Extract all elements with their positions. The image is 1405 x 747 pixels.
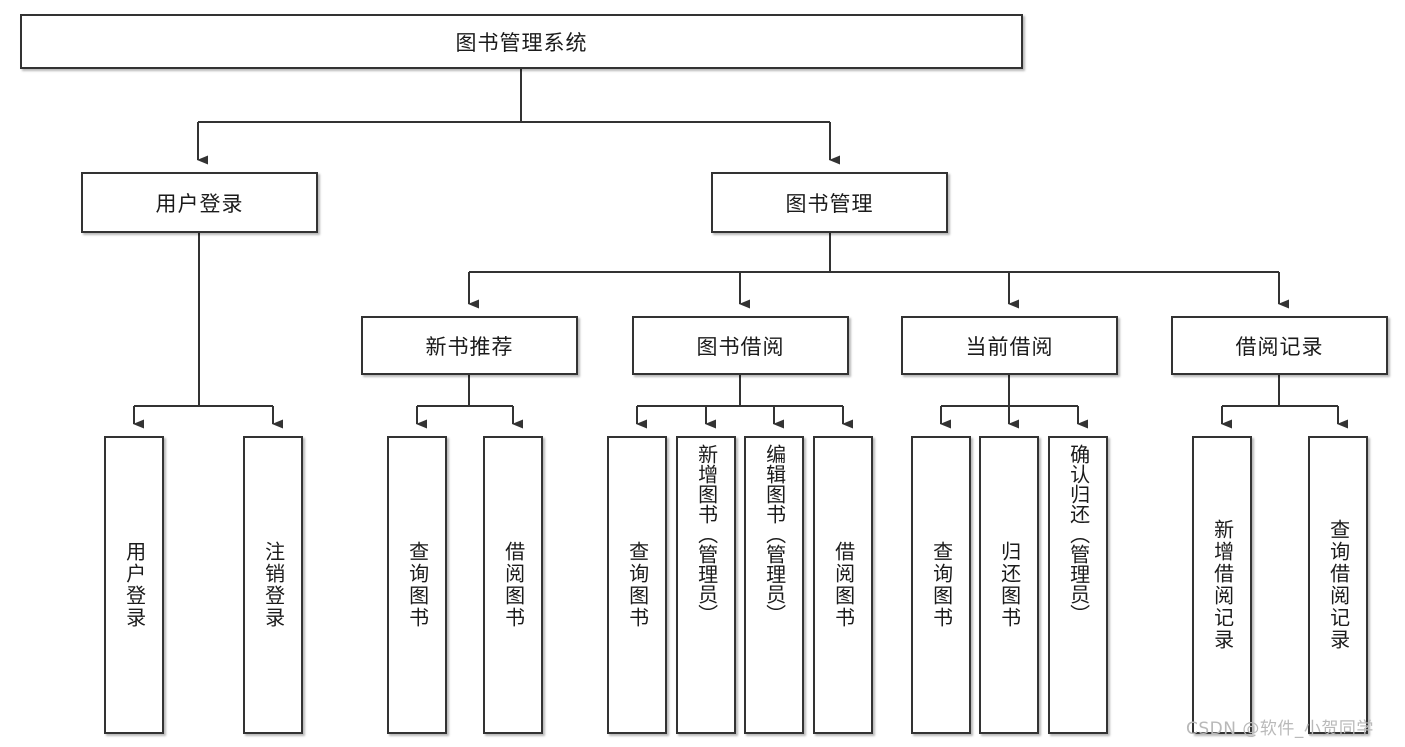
node-leaf-borrow-book-2[interactable]: 借阅图书 [813, 436, 873, 734]
node-leaf-add-record[interactable]: 新增借阅记录 [1192, 436, 1252, 734]
node-book-manage[interactable]: 图书管理 [711, 172, 948, 233]
node-leaf-user-login-label: 用户登录 [122, 541, 147, 629]
node-leaf-query-record-label: 查询借阅记录 [1326, 519, 1351, 651]
node-leaf-borrow-book-2-label: 借阅图书 [831, 541, 856, 629]
node-leaf-confirm-return[interactable]: 确认归还（管理员） [1048, 436, 1108, 734]
node-borrow-record[interactable]: 借阅记录 [1171, 316, 1388, 375]
csdn-watermark: CSDN @软件_小贺同学 [1186, 719, 1374, 739]
node-current-borrow-label: 当前借阅 [965, 334, 1054, 359]
node-leaf-edit-book-label: 编辑图书（管理员） [762, 444, 787, 624]
node-leaf-borrow-book-1[interactable]: 借阅图书 [483, 436, 543, 734]
node-leaf-edit-book[interactable]: 编辑图书（管理员） [744, 436, 804, 734]
node-new-book-recommend[interactable]: 新书推荐 [361, 316, 578, 375]
node-borrow-record-label: 借阅记录 [1235, 334, 1324, 359]
node-book-borrow[interactable]: 图书借阅 [632, 316, 849, 375]
node-leaf-return-book[interactable]: 归还图书 [979, 436, 1039, 734]
node-leaf-query-book-1-label: 查询图书 [405, 541, 430, 629]
node-leaf-query-record[interactable]: 查询借阅记录 [1308, 436, 1368, 734]
node-leaf-add-record-label: 新增借阅记录 [1210, 519, 1235, 651]
node-book-manage-label: 图书管理 [785, 191, 874, 216]
node-leaf-user-login[interactable]: 用户登录 [104, 436, 164, 734]
node-leaf-query-book-1[interactable]: 查询图书 [387, 436, 447, 734]
node-leaf-query-book-3-label: 查询图书 [929, 541, 954, 629]
node-leaf-confirm-return-label: 确认归还（管理员） [1066, 444, 1091, 624]
node-root[interactable]: 图书管理系统 [20, 14, 1023, 69]
node-user-login-label: 用户登录 [155, 191, 244, 216]
node-leaf-add-book[interactable]: 新增图书（管理员） [676, 436, 736, 734]
node-leaf-return-book-label: 归还图书 [997, 541, 1022, 629]
node-leaf-logout[interactable]: 注销登录 [243, 436, 303, 734]
node-root-label: 图书管理系统 [455, 30, 588, 55]
node-leaf-borrow-book-1-label: 借阅图书 [501, 541, 526, 629]
node-book-borrow-label: 图书借阅 [696, 334, 785, 359]
node-leaf-query-book-2[interactable]: 查询图书 [607, 436, 667, 734]
node-leaf-add-book-label: 新增图书（管理员） [694, 444, 719, 624]
node-current-borrow[interactable]: 当前借阅 [901, 316, 1118, 375]
node-leaf-query-book-3[interactable]: 查询图书 [911, 436, 971, 734]
node-leaf-logout-label: 注销登录 [261, 541, 286, 629]
node-user-login[interactable]: 用户登录 [81, 172, 318, 233]
node-leaf-query-book-2-label: 查询图书 [625, 541, 650, 629]
node-new-book-recommend-label: 新书推荐 [425, 334, 514, 359]
